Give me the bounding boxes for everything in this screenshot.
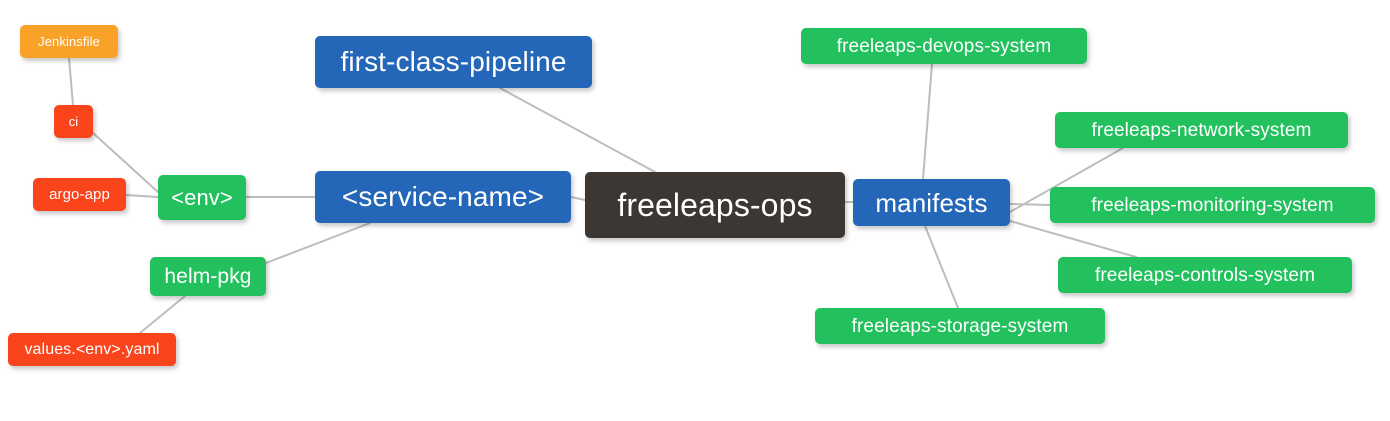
node-helm-pkg[interactable]: helm-pkg — [150, 257, 266, 296]
edge-helm-pkg-to-values-env-yaml — [139, 295, 186, 334]
node-service-name[interactable]: <service-name> — [315, 171, 571, 223]
edge-argo-app-to-env — [125, 194, 159, 198]
node-freeleaps-devops-system[interactable]: freeleaps-devops-system — [801, 28, 1087, 64]
edge-manifests-to-freeleaps-monitoring-system — [1009, 203, 1051, 206]
edge-first-class-pipeline-to-freeleaps-ops — [499, 87, 656, 173]
node-argo-app[interactable]: argo-app — [33, 178, 126, 211]
edge-manifests-to-freeleaps-storage-system — [924, 225, 959, 309]
node-freeleaps-controls-system[interactable]: freeleaps-controls-system — [1058, 257, 1352, 293]
edge-service-name-to-helm-pkg — [265, 222, 371, 264]
node-label-freeleaps-storage-system: freeleaps-storage-system — [851, 315, 1069, 337]
node-label-service-name: <service-name> — [341, 181, 545, 212]
node-label-jenkinsfile: Jenkinsfile — [38, 34, 100, 49]
node-label-freeleaps-controls-system: freeleaps-controls-system — [1094, 264, 1316, 286]
node-label-helm-pkg: helm-pkg — [164, 265, 252, 288]
node-label-freeleaps-devops-system: freeleaps-devops-system — [836, 35, 1052, 57]
node-label-argo-app: argo-app — [49, 186, 110, 203]
node-label-ci: ci — [68, 114, 79, 129]
node-values-env-yaml[interactable]: values.<env>.yaml — [8, 333, 176, 366]
node-freeleaps-monitoring-system[interactable]: freeleaps-monitoring-system — [1050, 187, 1375, 223]
edge-jenkinsfile-to-ci — [68, 57, 74, 106]
node-freeleaps-storage-system[interactable]: freeleaps-storage-system — [815, 308, 1105, 344]
node-label-freeleaps-network-system: freeleaps-network-system — [1091, 119, 1312, 141]
node-label-freeleaps-ops: freeleaps-ops — [617, 187, 813, 223]
node-label-first-class-pipeline: first-class-pipeline — [340, 46, 567, 77]
edge-service-name-to-freeleaps-ops — [570, 196, 586, 201]
node-ci[interactable]: ci — [54, 105, 93, 138]
node-jenkinsfile[interactable]: Jenkinsfile — [20, 25, 118, 58]
node-freeleaps-ops[interactable]: freeleaps-ops — [585, 172, 845, 238]
node-manifests[interactable]: manifests — [853, 179, 1010, 226]
edge-manifests-to-freeleaps-controls-system — [1009, 220, 1137, 258]
node-first-class-pipeline[interactable]: first-class-pipeline — [315, 36, 592, 88]
node-label-values-env-yaml: values.<env>.yaml — [24, 340, 160, 358]
node-freeleaps-network-system[interactable]: freeleaps-network-system — [1055, 112, 1348, 148]
node-label-env: <env> — [171, 184, 233, 210]
node-label-manifests: manifests — [875, 187, 988, 218]
node-label-freeleaps-monitoring-system: freeleaps-monitoring-system — [1091, 194, 1334, 216]
edge-manifests-to-freeleaps-devops-system — [922, 63, 933, 180]
node-env[interactable]: <env> — [158, 175, 246, 220]
